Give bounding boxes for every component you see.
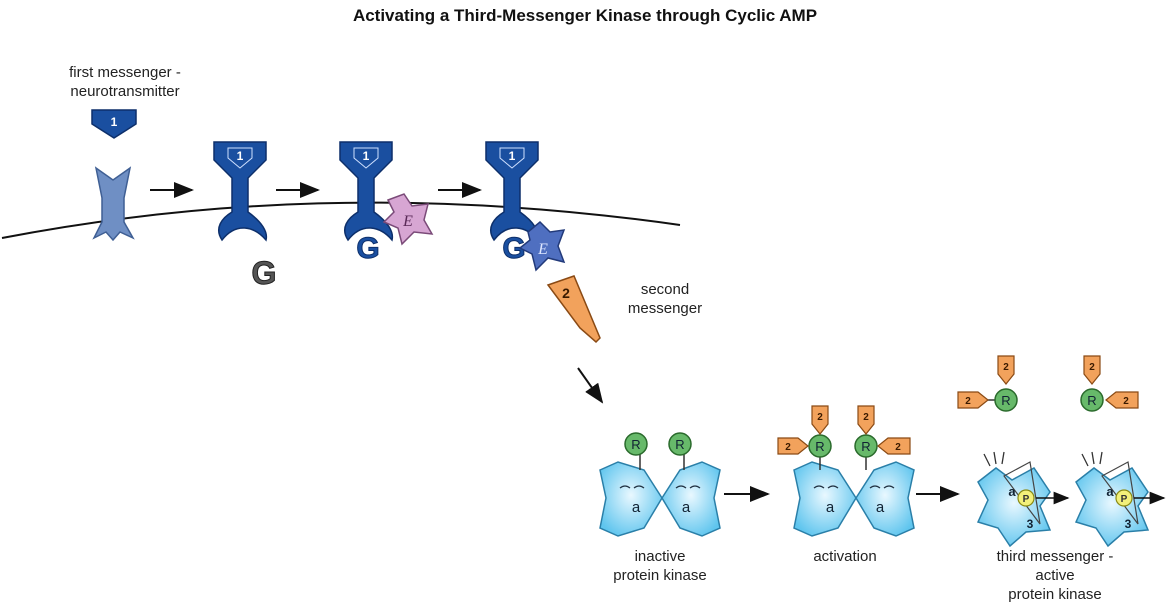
third-messenger-number-2: 3: [1125, 517, 1132, 531]
effector-active: E: [518, 220, 566, 272]
regulatory-letter-2: R: [675, 437, 684, 452]
bound-second-messenger-3: 2: [863, 412, 869, 423]
regulatory-letter-6: R: [1087, 393, 1096, 408]
first-messenger-label-line2: neurotransmitter: [70, 83, 180, 100]
receptor-active-3: 1: [485, 141, 540, 242]
cell-membrane: [1, 201, 681, 239]
activation-kinase: R R a a 2 2 2 2: [777, 405, 915, 537]
regulatory-letter-1: R: [631, 437, 640, 452]
activation-label-line1: activation: [813, 548, 877, 565]
bound-messenger-number-1: 1: [237, 149, 244, 163]
third-messenger-label-line2: active: [1035, 567, 1075, 584]
second-messenger-label: second messenger: [610, 280, 720, 318]
bound-second-messenger-4: 2: [895, 442, 901, 453]
receptor-active-2: 1: [339, 141, 394, 242]
regulatory-letter-5: R: [1001, 393, 1010, 408]
inactive-kinase-label-line1: inactive: [634, 548, 686, 565]
active-protein-kinase-2: a P 3: [1074, 451, 1166, 548]
catalytic-letter-1: a: [632, 499, 641, 516]
receptor-active-1: 1: [213, 141, 268, 242]
free-regulatory-unit-1: R 2 2: [957, 355, 1018, 412]
diagram-title: Activating a Third-Messenger Kinase thro…: [352, 6, 818, 25]
catalytic-letter-4: a: [876, 499, 885, 516]
first-messenger-number: 1: [111, 115, 118, 129]
bound-second-messenger-2: 2: [785, 442, 791, 453]
free-regulatory-unit-2: R 2 2: [1080, 355, 1139, 412]
catalytic-letter-6: a: [1106, 484, 1114, 499]
free-second-messenger-1: 2: [1003, 362, 1009, 373]
effector-letter-2: E: [537, 241, 548, 258]
effector-inactive: E: [382, 193, 434, 246]
arrow-4: [577, 367, 604, 404]
bound-second-messenger-1: 2: [817, 412, 823, 423]
phosphate-letter-2: P: [1121, 494, 1128, 505]
inactive-kinase-label: inactive protein kinase: [590, 547, 730, 585]
first-messenger-label: first messenger - neurotransmitter: [40, 63, 210, 101]
g-protein-inactive: G: [252, 255, 277, 291]
g-protein-bound-1: G: [356, 232, 379, 265]
first-messenger-label-line1: first messenger -: [69, 64, 181, 81]
third-messenger-label: third messenger - active protein kinase: [965, 547, 1145, 604]
free-second-messenger-2: 2: [965, 396, 971, 407]
third-messenger-number-1: 3: [1027, 517, 1034, 531]
third-messenger-label-line1: third messenger -: [996, 548, 1114, 565]
second-messenger-label-line2: messenger: [627, 300, 703, 317]
free-second-messenger-4: 2: [1123, 396, 1129, 407]
receptor-inactive: [92, 166, 135, 242]
regulatory-letter-4: R: [861, 439, 870, 454]
inactive-protein-kinase: R R a a: [599, 432, 721, 537]
inactive-kinase-label-line2: protein kinase: [613, 567, 707, 584]
second-messenger-label-line1: second: [640, 281, 690, 298]
g-protein-bound-2: G: [502, 232, 525, 265]
effector-letter-1: E: [402, 213, 413, 230]
bound-messenger-number-3: 1: [509, 149, 516, 163]
activation-label: activation: [790, 547, 900, 566]
second-messenger-number: 2: [562, 285, 570, 301]
free-second-messenger-3: 2: [1089, 362, 1095, 373]
second-messenger: 2: [546, 275, 601, 344]
catalytic-letter-2: a: [682, 499, 691, 516]
third-messenger-label-line3: protein kinase: [1008, 586, 1102, 603]
first-messenger: 1: [91, 109, 137, 139]
bound-messenger-number-2: 1: [363, 149, 370, 163]
catalytic-letter-5: a: [1008, 484, 1016, 499]
phosphate-letter-1: P: [1023, 494, 1030, 505]
active-protein-kinase-1: a P 3: [976, 451, 1070, 548]
regulatory-letter-3: R: [815, 439, 824, 454]
catalytic-letter-3: a: [826, 499, 835, 516]
